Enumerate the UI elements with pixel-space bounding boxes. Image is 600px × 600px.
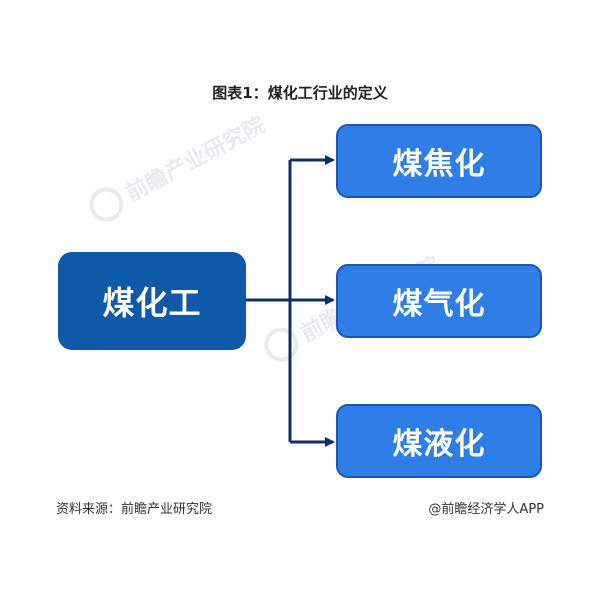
child-node-coal-coking: 煤焦化	[336, 124, 542, 198]
credit-note: @前瞻经济学人APP	[428, 502, 544, 517]
source-note: 资料来源：前瞻产业研究院	[56, 502, 213, 517]
child-node-coal-gasification: 煤气化	[336, 264, 542, 338]
child-node-coal-liquefaction: 煤液化	[336, 404, 542, 478]
root-node-coal-chemical: 煤化工	[58, 252, 246, 350]
figure-title: 图表1：煤化工行业的定义	[212, 84, 388, 102]
